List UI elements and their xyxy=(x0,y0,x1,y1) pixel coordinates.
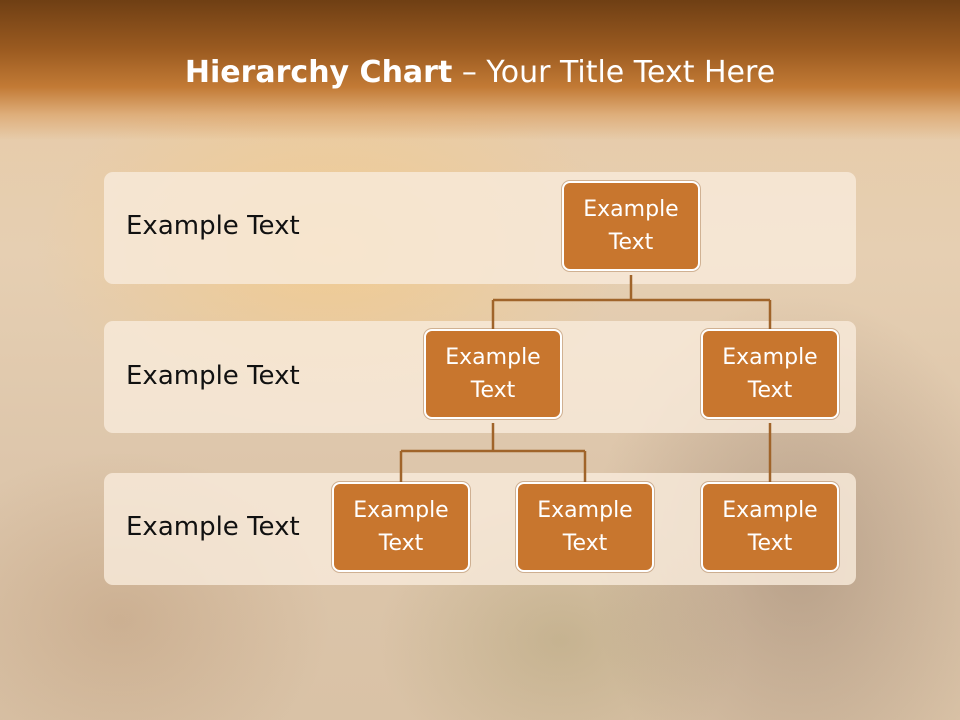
slide-title: Hierarchy Chart – Your Title Text Here xyxy=(0,55,960,90)
left-branch-connector xyxy=(399,423,587,482)
root-connector xyxy=(491,275,772,329)
level-label-2: Example Text xyxy=(126,361,300,391)
level-band-1 xyxy=(104,172,856,284)
level-label-1: Example Text xyxy=(126,211,300,241)
title-bold-text: Hierarchy Chart xyxy=(184,55,453,90)
title-rest-text: – Your Title Text Here xyxy=(452,55,776,90)
header-band xyxy=(0,0,960,140)
level-label-3: Example Text xyxy=(126,512,300,542)
